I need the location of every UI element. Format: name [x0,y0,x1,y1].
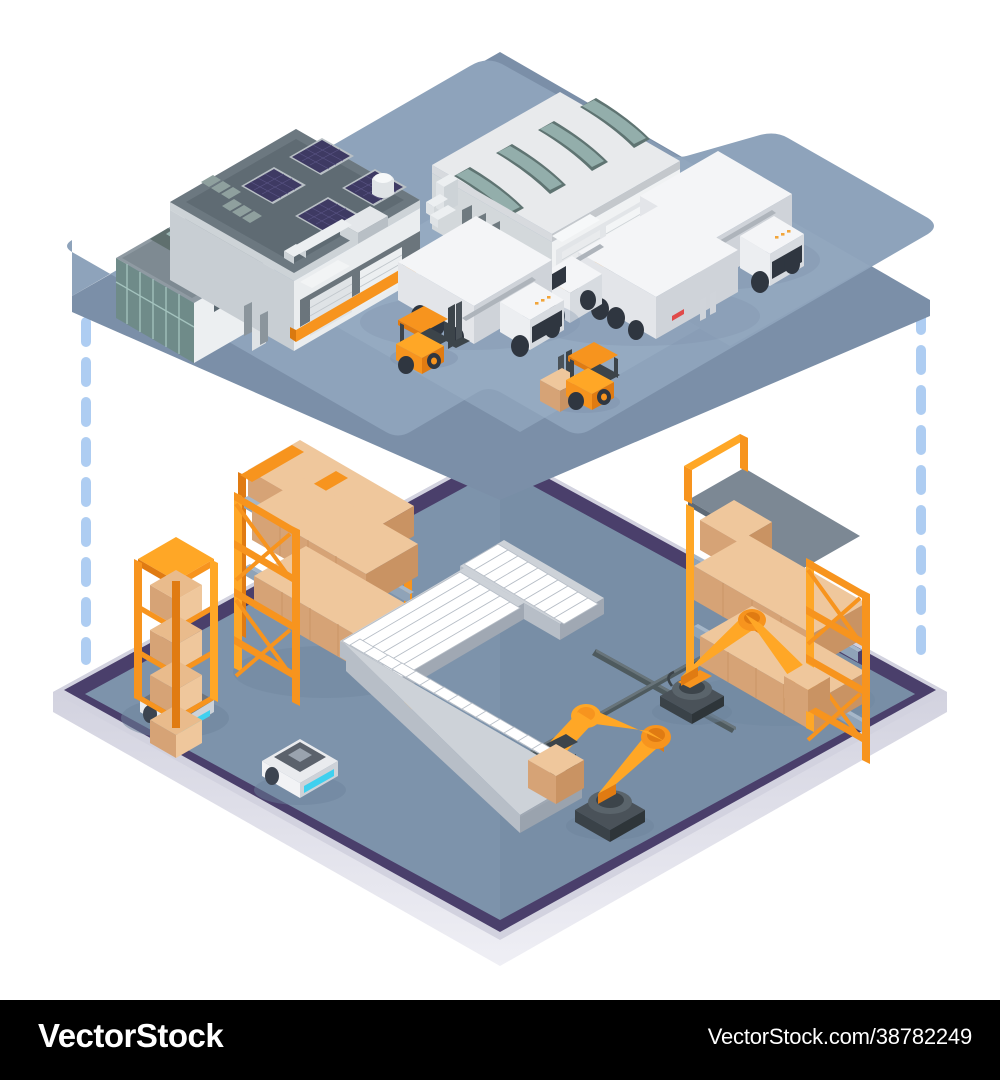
solar-panel-1 [241,167,306,204]
dock-stripe [296,258,420,342]
robot-arm-front [528,704,671,842]
rack-front-frame [234,492,300,706]
conveyor-segment-lower [344,638,582,833]
roof-skylights [454,98,650,217]
forklift-1 [390,301,470,374]
barrel-hvac-pipe [426,174,458,228]
upper-level-yard [67,52,934,500]
forklift-2 [540,342,620,413]
roof-vent [372,173,394,198]
solar-panel-3 [295,197,360,234]
roof-hvac-duct [284,206,388,264]
carton-held-rear [784,663,830,712]
roller-conveyor [340,540,604,833]
vectorstock-brand: VectorStock [38,1017,224,1054]
isometric-warehouse-scene [53,52,947,966]
lower-level-warehouse [53,434,947,966]
vectorstock-url: VectorStock.com/38782249 [707,1024,972,1049]
mobile-shelf-rack [134,537,218,758]
solar-panel-2 [289,138,354,175]
agv-with-shelf-rack [121,537,229,758]
carton-held-front [528,744,584,804]
agv-free [254,739,346,805]
main-warehouse-building [170,129,420,351]
conveyor-segment-middle [340,568,524,692]
watermark-footer: VectorStock VectorStock.com/38782249 [0,1000,1000,1080]
rack-right-frame [806,558,870,764]
semi-truck-1 [360,216,580,357]
robot-arm-rear [652,609,830,725]
